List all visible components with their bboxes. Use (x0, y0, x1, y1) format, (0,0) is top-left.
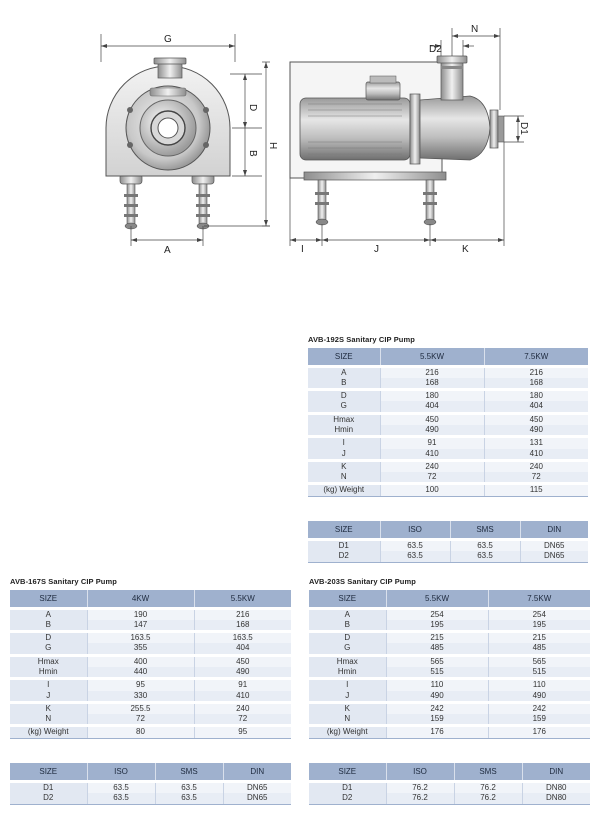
dim-label-j: J (374, 244, 379, 255)
header-power-2: 5.5KW (194, 590, 291, 608)
front-dimensions (100, 34, 270, 246)
table-header-row: SIZE ISO SMS DIN (10, 763, 291, 781)
table-header-row: SIZE ISO SMS DIN (309, 763, 590, 781)
header-size: SIZE (309, 590, 387, 608)
table-header-row: SIZE 4KW 5.5KW (10, 590, 291, 608)
header-power-1: 4KW (87, 590, 195, 608)
pump-drawing-svg: G A D B H (100, 24, 529, 256)
header-power-1: 5.5KW (386, 590, 489, 608)
table-title-avb-203s: AVB-203S Sanitary CIP Pump (309, 577, 416, 586)
table-title-avb-192s: AVB-192S Sanitary CIP Pump (308, 335, 415, 344)
dim-label-k: K (462, 244, 469, 255)
side-leg-right (423, 179, 437, 226)
dim-label-a: A (164, 245, 171, 256)
side-leg-left (315, 179, 329, 226)
front-view (105, 57, 231, 230)
header-power-2: 7.5KW (488, 590, 590, 608)
side-pump-head (419, 95, 491, 161)
front-leg-right (191, 173, 215, 230)
dim-label-n: N (471, 24, 478, 35)
dim-label-d: D (247, 104, 258, 111)
dim-label-d1: D1 (518, 122, 529, 135)
table-header-row: SIZE 5.5KW 7.5KW (309, 590, 590, 608)
table-header-row: SIZE 5.5KW 7.5KW (308, 348, 588, 366)
table-header-row: SIZE ISO SMS DIN (308, 521, 588, 539)
dim-label-h: H (267, 142, 278, 149)
technical-drawings: G A D B H (0, 0, 600, 270)
dim-label-i: I (301, 244, 304, 255)
front-dim-arrows (101, 44, 268, 242)
side-motor (299, 97, 411, 161)
dim-label-g: G (164, 34, 172, 45)
table-title-avb-167s: AVB-167S Sanitary CIP Pump (10, 577, 117, 586)
dim-label-d2: D2 (429, 44, 442, 55)
front-leg-left (119, 173, 143, 230)
side-dim-arrows (290, 34, 520, 242)
header-size: SIZE (308, 348, 381, 366)
side-view (289, 55, 505, 226)
header-power-2: 7.5KW (484, 348, 588, 366)
header-size: SIZE (10, 590, 88, 608)
header-power-1: 5.5KW (380, 348, 485, 366)
dim-label-b: B (247, 150, 258, 157)
